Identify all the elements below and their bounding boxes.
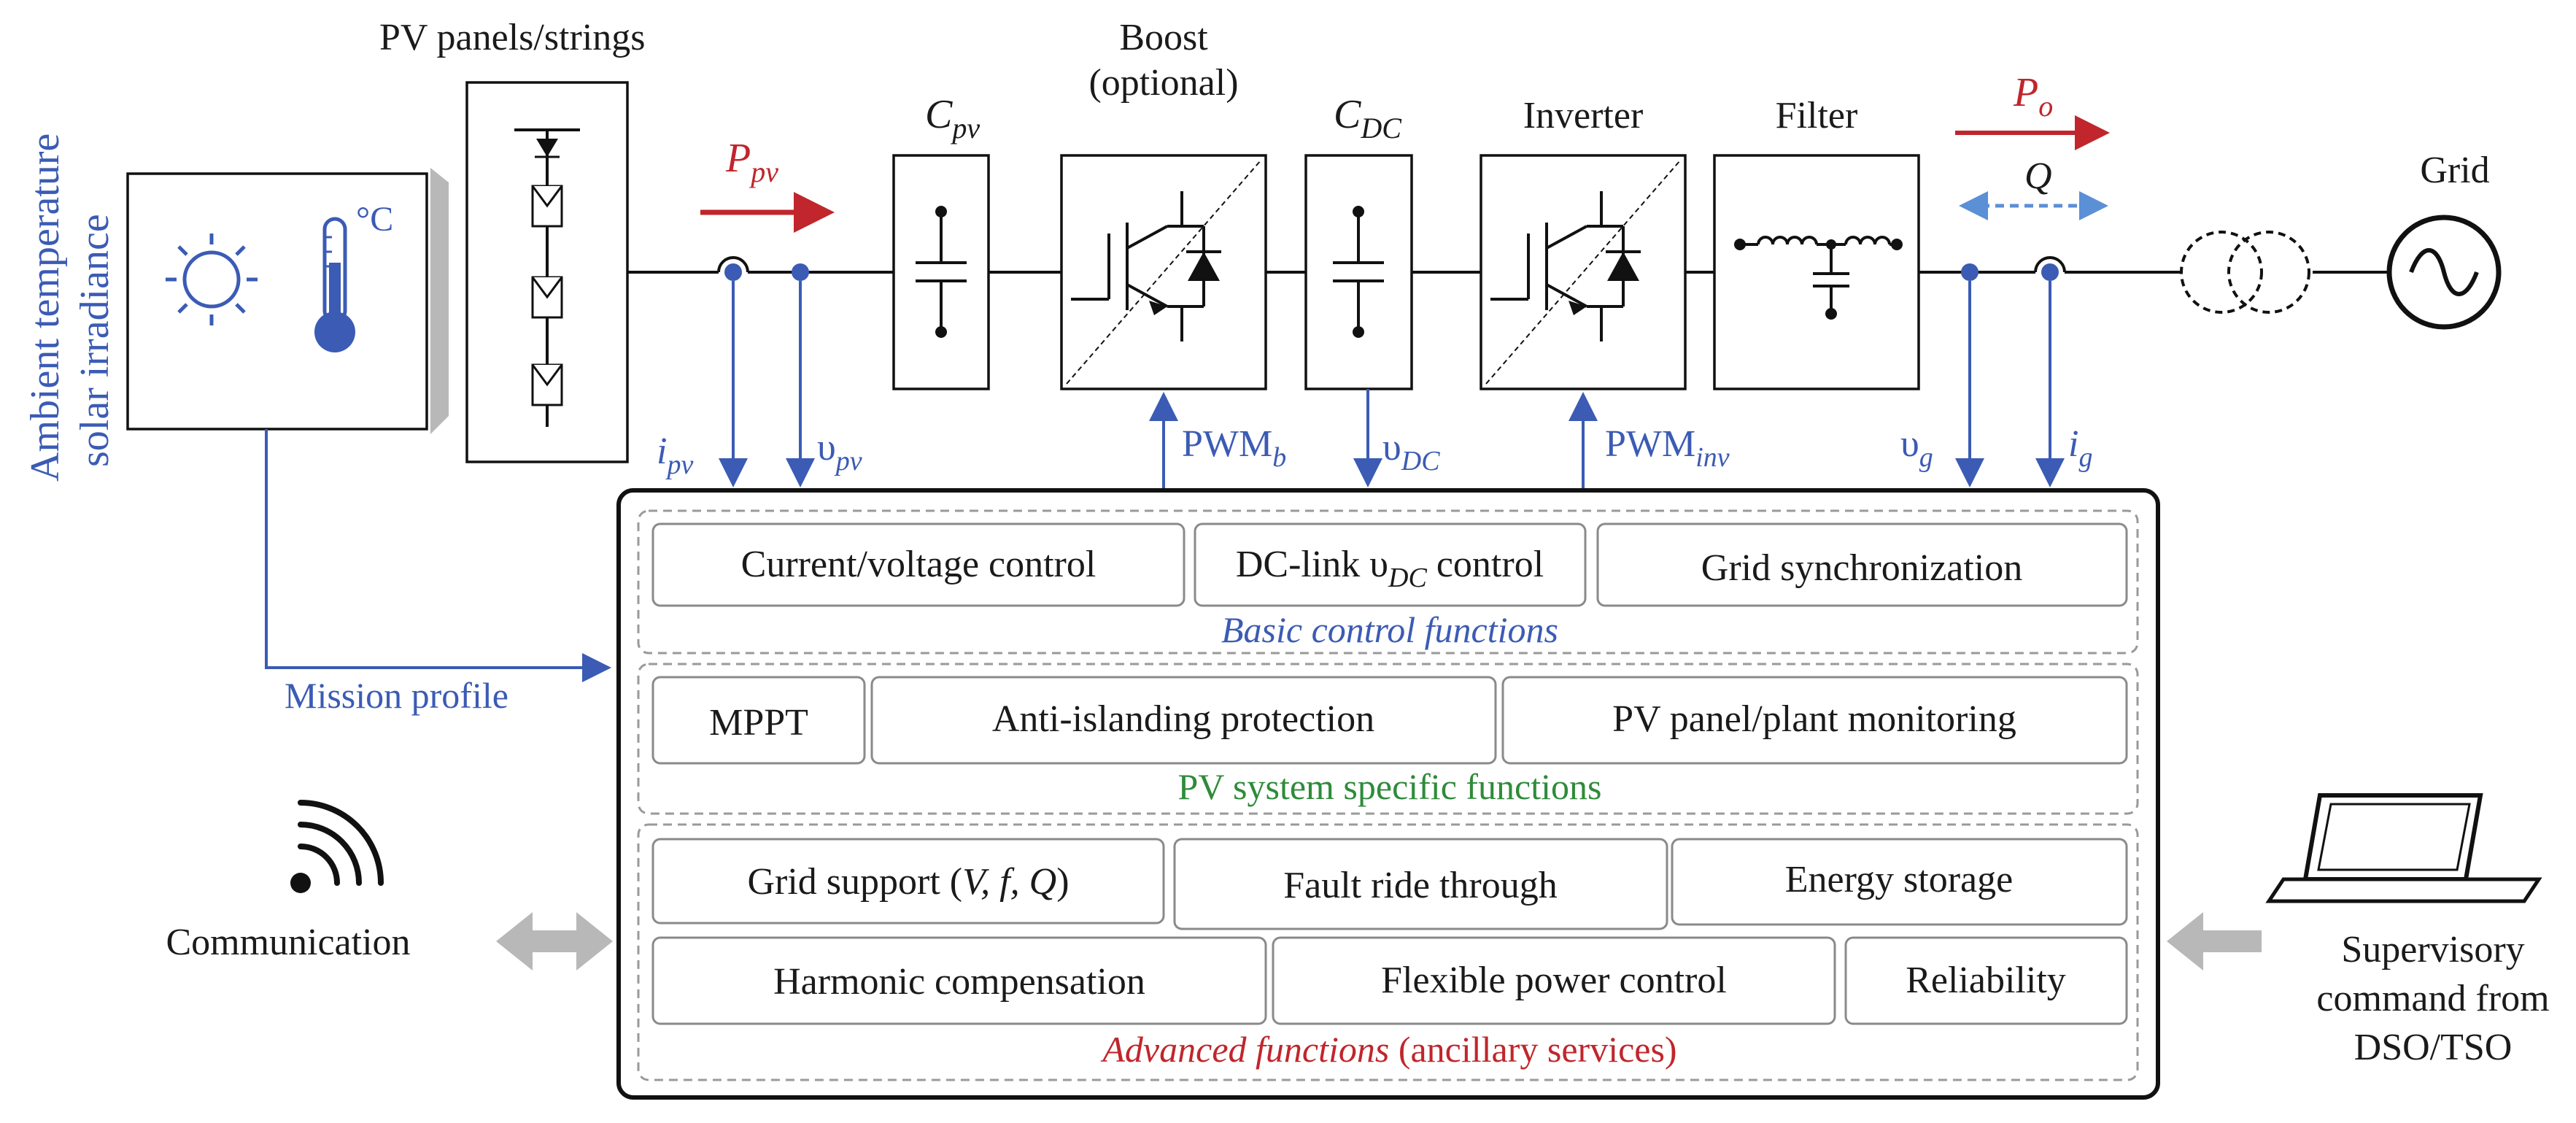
c-dc-block: CDC	[1304, 92, 1413, 390]
i-pv-label: ipv	[657, 431, 693, 480]
dc-link-control-label: DC-link υDC control	[1236, 544, 1544, 593]
p-o-label: Po	[2013, 70, 2053, 123]
env-label-line2: solar irradiance	[72, 214, 117, 467]
pwm-inv-label: PWMinv	[1605, 423, 1730, 473]
p-pv-arrow: Ppv	[700, 136, 835, 233]
boost-label-line1: Boost	[1119, 17, 1208, 58]
pwm-b-label: PWMb	[1182, 423, 1286, 473]
anti-islanding-label: Anti-islanding protection	[992, 698, 1374, 740]
igbt-diode-icon	[1490, 191, 1625, 341]
pv-panels-block: PV panels/strings	[379, 17, 646, 463]
pv-cell-icon	[531, 185, 563, 406]
reliability-box	[1844, 936, 2128, 1025]
grid-sync-box	[1596, 522, 2128, 607]
advanced-group: Grid support (V, f, Q) Fault ride throug…	[637, 823, 2139, 1081]
bidirectional-arrow-icon	[496, 912, 613, 970]
ac-source-icon	[2386, 215, 2502, 330]
q-arrow: Q	[1959, 155, 2108, 220]
fault-ride-through-box	[1173, 838, 1668, 930]
grey-chevron-icon	[430, 168, 449, 434]
inverter-label: Inverter	[1523, 95, 1644, 136]
pv-monitoring-label: PV panel/plant monitoring	[1612, 698, 2016, 740]
harmonic-compensation-label: Harmonic compensation	[773, 961, 1145, 1003]
mppt-label: MPPT	[709, 702, 808, 744]
current-voltage-control-box	[651, 522, 1185, 607]
laptop-icon	[2265, 793, 2542, 903]
signal-arrows	[265, 281, 2065, 682]
advanced-title: Advanced functions (ancillary services)	[1100, 1029, 1676, 1070]
capacitor-icon	[916, 212, 967, 332]
supervisory-line3: DSO/TSO	[2354, 1027, 2513, 1068]
igbt-diode-icon	[1071, 191, 1205, 341]
deg-c-label: °C	[356, 200, 393, 239]
v-dc-label: υDC	[1382, 427, 1440, 476]
environment-sensor-block: Ambient temperature solar irradiance °C	[23, 134, 449, 482]
filter-block: Filter	[1713, 95, 1920, 390]
svg-text:Cpv: Cpv	[925, 92, 980, 144]
flexible-power-control-label: Flexible power control	[1381, 960, 1727, 1001]
supervisory-line2: command from	[2316, 978, 2549, 1019]
current-voltage-control-label: Current/voltage control	[741, 544, 1096, 585]
basic-control-group: Current/voltage control DC-link υDC cont…	[637, 509, 2139, 655]
sun-icon	[166, 234, 258, 325]
c-dc-box	[1304, 154, 1413, 390]
thermometer-icon	[314, 217, 355, 352]
flexible-power-control-box	[1272, 936, 1836, 1025]
pv-panels-label: PV panels/strings	[379, 17, 646, 58]
p-pv-label: Ppv	[725, 136, 778, 188]
diode-icon	[536, 139, 558, 157]
pv-specific-group: MPPT Anti-islanding protection PV panel/…	[637, 663, 2139, 815]
c-pv-block: Cpv	[892, 92, 990, 390]
q-label: Q	[2024, 155, 2052, 197]
p-o-arrow: Po	[1955, 70, 2110, 150]
v-g-label: υg	[1900, 423, 1933, 473]
lcl-filter-icon	[1740, 236, 1897, 314]
boost-label-line2: (optional)	[1088, 62, 1238, 104]
reliability-label: Reliability	[1906, 960, 2066, 1001]
power-line	[627, 256, 2389, 281]
grid-label: Grid	[2420, 150, 2489, 191]
supervisory-line1: Supervisory	[2341, 929, 2524, 970]
i-g-label: ig	[2068, 423, 2092, 473]
grid-support-label: Grid support (V, f, Q)	[747, 861, 1069, 903]
left-arrow-icon	[2167, 912, 2262, 970]
fault-ride-through-label: Fault ride through	[1283, 865, 1558, 906]
anti-islanding-box	[870, 676, 1497, 765]
mppt-box	[651, 676, 866, 765]
mission-profile-label: Mission profile	[285, 675, 508, 716]
energy-storage-label: Energy storage	[1785, 859, 2013, 900]
grid-sync-label: Grid synchronization	[1701, 547, 2022, 589]
c-pv-box	[892, 154, 990, 390]
grid-support-box	[651, 838, 1165, 925]
basic-control-title: Basic control functions	[1221, 609, 1558, 650]
wifi-icon	[290, 800, 384, 893]
inverter-block: Inverter	[1480, 95, 1687, 390]
sensor-box	[126, 172, 428, 431]
boost-block: Boost (optional)	[1060, 17, 1267, 390]
pv-specific-title: PV system specific functions	[1178, 766, 1602, 807]
filter-label: Filter	[1776, 95, 1858, 136]
dc-link-control-box	[1194, 522, 1587, 607]
communication-label: Communication	[166, 922, 410, 963]
svg-text:CDC: CDC	[1334, 92, 1402, 144]
transformer-icon	[2180, 231, 2310, 314]
energy-storage-box	[1671, 838, 2128, 926]
env-label-line1: Ambient temperature	[23, 134, 68, 482]
harmonic-compensation-box	[651, 936, 1267, 1025]
pv-monitoring-box	[1501, 676, 2128, 765]
capacitor-icon	[1333, 212, 1384, 332]
v-pv-label: υpv	[817, 427, 862, 476]
